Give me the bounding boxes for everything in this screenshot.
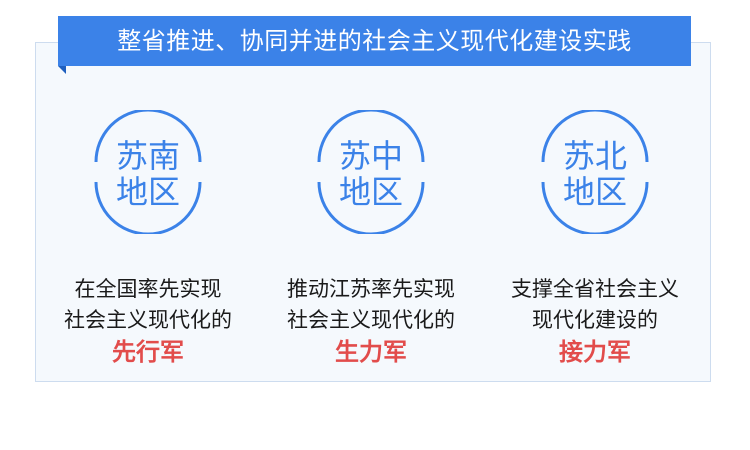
region-name: 苏中 地区 (309, 138, 433, 210)
region-name-line1: 苏北 (562, 137, 627, 175)
content-panel (35, 42, 711, 382)
region-description: 推动江苏率先实现 社会主义现代化的 (266, 274, 476, 336)
ring-arcs-icon (317, 110, 425, 234)
region-name-line2: 地区 (562, 173, 627, 211)
description-line2: 现代化建设的 (532, 308, 658, 332)
region-name-line1: 苏南 (115, 137, 180, 175)
description-line2: 社会主义现代化的 (287, 308, 455, 332)
region-role: 先行军 (112, 338, 184, 366)
region-name-line2: 地区 (115, 173, 180, 211)
description-line2: 社会主义现代化的 (64, 308, 232, 332)
region-role: 生力军 (335, 338, 407, 366)
banner-title: 整省推进、协同并进的社会主义现代化建设实践 (58, 16, 691, 66)
description-line1: 支撑全省社会主义 (511, 277, 679, 301)
region-name: 苏南 地区 (86, 138, 210, 210)
region-description: 支撑全省社会主义 现代化建设的 (490, 274, 700, 336)
region-card-subei: 苏北 地区 支撑全省社会主义 现代化建设的 接力军 (490, 110, 700, 380)
region-name: 苏北 地区 (533, 138, 657, 210)
region-role: 接力军 (559, 338, 631, 366)
ring-arcs-icon (541, 110, 649, 234)
region-name-line2: 地区 (338, 173, 403, 211)
region-name-line1: 苏中 (338, 137, 403, 175)
region-ring: 苏中 地区 (309, 110, 433, 234)
description-line1: 在全国率先实现 (74, 277, 222, 301)
region-description: 在全国率先实现 社会主义现代化的 (43, 274, 253, 336)
banner-fold (58, 66, 66, 74)
region-ring: 苏南 地区 (86, 110, 210, 234)
region-card-sunan: 苏南 地区 在全国率先实现 社会主义现代化的 先行军 (43, 110, 253, 380)
ring-arcs-icon (94, 110, 202, 234)
region-ring: 苏北 地区 (533, 110, 657, 234)
description-line1: 推动江苏率先实现 (287, 277, 455, 301)
region-card-suzhong: 苏中 地区 推动江苏率先实现 社会主义现代化的 生力军 (266, 110, 476, 380)
